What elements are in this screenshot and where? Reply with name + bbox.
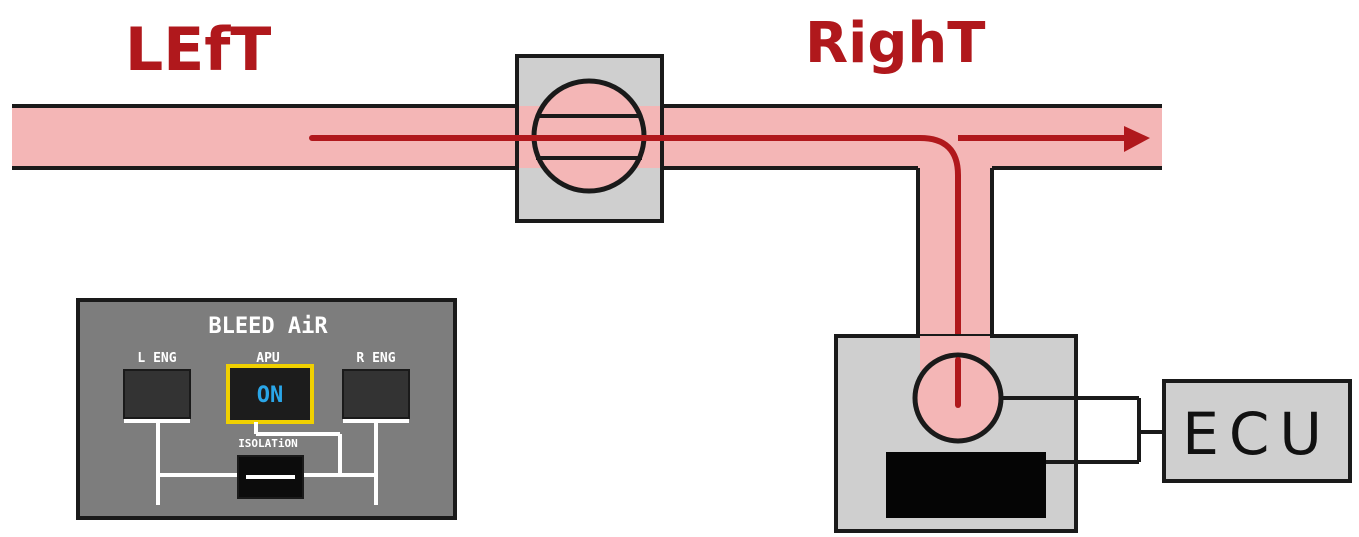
apu-switch[interactable] bbox=[226, 364, 314, 424]
r-eng-switch[interactable] bbox=[342, 369, 410, 419]
panel-title: BLEED AiR bbox=[208, 314, 328, 339]
panel-schematic-lines bbox=[124, 419, 409, 505]
l-eng-label: L ENG bbox=[137, 351, 176, 366]
apu-on-indicator: ON bbox=[257, 383, 284, 408]
isolation-label: ISOLATiON bbox=[238, 437, 298, 450]
regulating-valve-box bbox=[834, 334, 1078, 533]
ecu-box: ECU bbox=[1162, 379, 1352, 483]
bleed-air-panel: BLEED AiR L ENG APU R ENG ON ISOLATiON bbox=[76, 298, 457, 520]
l-eng-switch[interactable] bbox=[123, 369, 191, 419]
ecu-wiring bbox=[1001, 396, 1164, 464]
ecu-label: ECU bbox=[1182, 400, 1332, 468]
valve-actuator bbox=[886, 452, 1046, 518]
r-eng-label: R ENG bbox=[356, 351, 395, 366]
flow-arrow bbox=[309, 126, 1150, 408]
right-label: RighT bbox=[805, 11, 985, 76]
apu-label: APU bbox=[256, 351, 280, 366]
left-label: LEfT bbox=[125, 15, 271, 85]
